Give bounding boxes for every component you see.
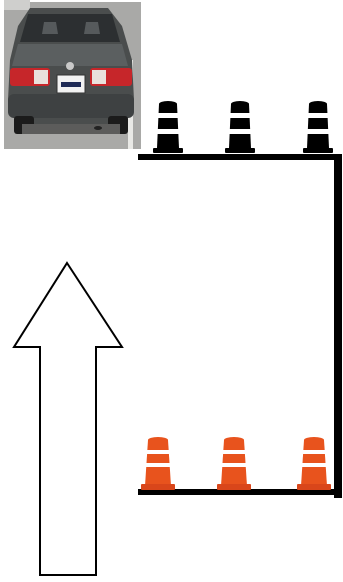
tail-light-left-reflector [34,70,48,84]
license-plate-characters [61,82,81,87]
car-photo [4,0,141,149]
orange-barrel [217,437,251,490]
right-line [334,154,342,498]
bottom-barrel-row [141,437,331,490]
black-barrel [303,101,333,153]
orange-barrel [141,437,175,490]
tail-light-right-reflector [92,70,106,84]
car-emblem [66,62,74,70]
black-barrel [225,101,255,153]
car-headrest [42,22,58,34]
car-shadow [22,124,120,134]
top-barrel-row [153,101,333,153]
top-line [138,154,342,160]
car-headrest [84,22,100,34]
black-barrel [153,101,183,153]
orange-barrel [297,437,331,490]
car-bumper [8,94,134,118]
pavement-line [4,0,30,10]
car-rear-window [20,14,120,42]
up-arrow-icon [14,263,122,575]
exhaust-pipe [94,126,102,130]
